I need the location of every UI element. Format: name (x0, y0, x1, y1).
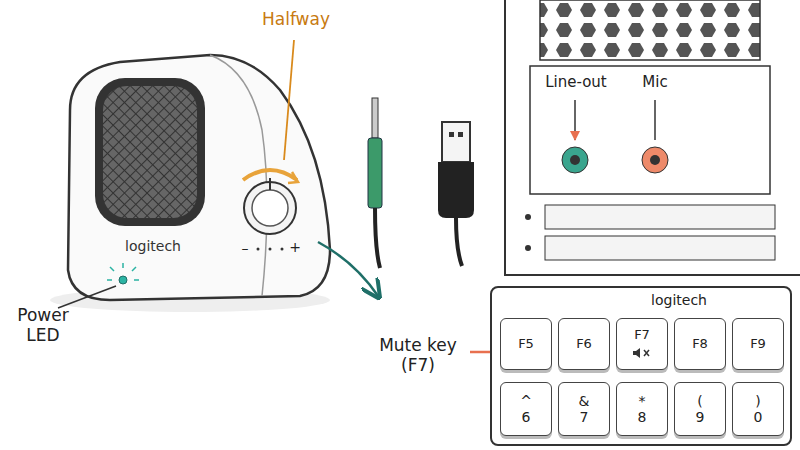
function-key: F7 (616, 318, 668, 370)
key-legend: F8 (692, 337, 708, 352)
function-key: F8 (674, 318, 726, 370)
key-legend: & (579, 393, 590, 409)
pc-tower (505, 0, 800, 275)
brand-label: logitech (98, 238, 208, 254)
number-key: &7 (558, 382, 610, 436)
speaker (50, 40, 330, 312)
brand-label: logitech (492, 292, 790, 308)
key-legend: ( (697, 393, 702, 409)
flow-arrow (318, 242, 378, 296)
key-legend: 0 (754, 409, 763, 425)
callout-label: Mute key (F7) (370, 336, 466, 375)
number-key: (9 (674, 382, 726, 436)
cables (368, 98, 474, 268)
function-key: F6 (558, 318, 610, 370)
number-key: *8 (616, 382, 668, 436)
function-key: F5 (500, 318, 552, 370)
scale-minus: – (238, 240, 252, 256)
key-legend: F6 (576, 337, 592, 352)
key-legend: ) (755, 393, 760, 409)
key-legend: ^ (520, 393, 532, 409)
key-legend: F9 (750, 337, 766, 352)
function-key: F9 (732, 318, 784, 370)
part-label: Power LED (8, 306, 78, 345)
setting-label: Halfway (262, 10, 362, 30)
key-legend: * (639, 393, 646, 409)
key-legend: 9 (696, 409, 705, 425)
number-key: ^6 (500, 382, 552, 436)
port-label: Mic (630, 74, 680, 91)
key-legend: F5 (518, 337, 534, 352)
key-legend: F7 (634, 328, 650, 343)
scale-plus: + (288, 239, 302, 255)
key-legend: 7 (580, 409, 589, 425)
port-label: Line-out (535, 74, 617, 91)
key-legend: 8 (638, 409, 647, 425)
number-key: )0 (732, 382, 784, 436)
key-legend: 6 (522, 409, 531, 425)
keyboard-panel: logitechF5F6F7F8F9^6&7*8(9)0 (490, 286, 792, 446)
mute-icon (631, 346, 653, 360)
